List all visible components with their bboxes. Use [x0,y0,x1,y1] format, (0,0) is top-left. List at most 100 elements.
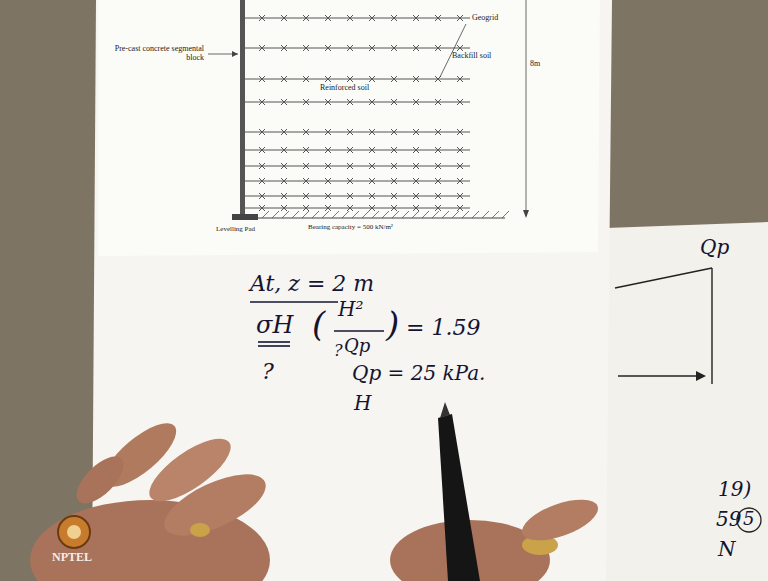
geogrid-mark [303,99,309,105]
geogrid-mark [457,178,463,184]
geogrid-mark [259,147,265,153]
geogrid-mark [347,193,353,199]
geogrid-mark [391,163,397,169]
part-label: Backfill soil [452,52,491,61]
geogrid-mark [325,205,331,211]
geogrid-mark [369,163,375,169]
geogrid-mark [347,163,353,169]
geogrid-mark [259,193,265,199]
geogrid-mark [325,163,331,169]
geogrid-mark [413,178,419,184]
dimension-line [526,0,527,216]
arrowhead [696,371,706,381]
hatch-mark [412,211,419,218]
geogrid-mark [435,129,441,135]
geogrid-mark [369,15,375,21]
geogrid-mark [281,99,287,105]
geogrid-mark [281,76,287,82]
hatch-mark [372,211,379,218]
handwritten-note: 19) [718,478,751,500]
handwritten-note: At, z = 2 m [250,272,374,296]
geogrid-mark [259,99,265,105]
geogrid-mark [435,205,441,211]
geogrid-mark [413,99,419,105]
geogrid-mark [303,45,309,51]
geogrid-mark [281,129,287,135]
geogrid-mark [457,76,463,82]
geogrid-mark [391,178,397,184]
hatch-mark [382,211,389,218]
geogrid-mark [347,205,353,211]
geogrid-mark [303,193,309,199]
handwritten-note: N [718,538,736,560]
geogrid-mark [413,76,419,82]
geogrid-mark [303,163,309,169]
geogrid-mark [435,178,441,184]
geogrid-mark [325,193,331,199]
underline [250,301,338,303]
geogrid-mark [457,99,463,105]
load-line [615,268,712,288]
underline [258,341,290,343]
hands [30,413,603,581]
symbol: σH [256,312,293,338]
underline [258,345,290,347]
pressure-arrow [618,375,700,376]
geogrid-mark [303,15,309,21]
hatch-mark [452,211,459,218]
pen [438,414,480,581]
ground-hatch [262,211,509,218]
symbol: Qp [700,236,729,258]
arrowhead [232,51,238,57]
geogrid-mark [347,45,353,51]
geogrid-mark [325,15,331,21]
hatch-mark [482,211,489,218]
geogrid-mark [303,147,309,153]
geogrids [245,18,470,208]
geogrid-mark [391,205,397,211]
symbol: H² [338,298,363,320]
geogrid-mark [259,205,265,211]
part-label: Levelling Pad [216,226,255,234]
geogrid-mark [457,45,463,51]
geogrid-mark [259,129,265,135]
geogrid-mark [303,205,309,211]
logo-text: NPTEL [52,551,92,564]
geogrid-mark [369,147,375,153]
hatch-mark [502,211,509,218]
handwritten-note: 59 [716,508,741,530]
geogrid-marks [259,15,463,211]
hatch-mark [332,211,339,218]
geogrid-mark [369,129,375,135]
geogrid-mark [325,129,331,135]
geogrid-mark [259,76,265,82]
hatch-mark [342,211,349,218]
leader-line [440,24,466,77]
geogrid-mark [281,178,287,184]
geogrid-mark [457,147,463,153]
geogrid-mark [435,193,441,199]
geogrid-mark [281,15,287,21]
ground-line [258,218,505,219]
geogrid-mark [435,99,441,105]
hatch-mark [422,211,429,218]
hatch-mark [402,211,409,218]
hatch-mark [282,211,289,218]
geogrid-mark [347,99,353,105]
geogrid-mark [457,129,463,135]
geogrid-mark [259,178,265,184]
bracket: ) [386,306,399,343]
geogrid-mark [413,15,419,21]
hatch-mark [442,211,449,218]
question-mark: ? [262,360,274,384]
geogrid-mark [391,15,397,21]
geogrid-mark [259,163,265,169]
hatch-mark [352,211,359,218]
geogrid-mark [457,163,463,169]
pen-tip [440,402,450,418]
geogrid-mark [413,147,419,153]
geogrid-mark [303,178,309,184]
hatch-mark [432,211,439,218]
geogrid-mark [435,45,441,51]
